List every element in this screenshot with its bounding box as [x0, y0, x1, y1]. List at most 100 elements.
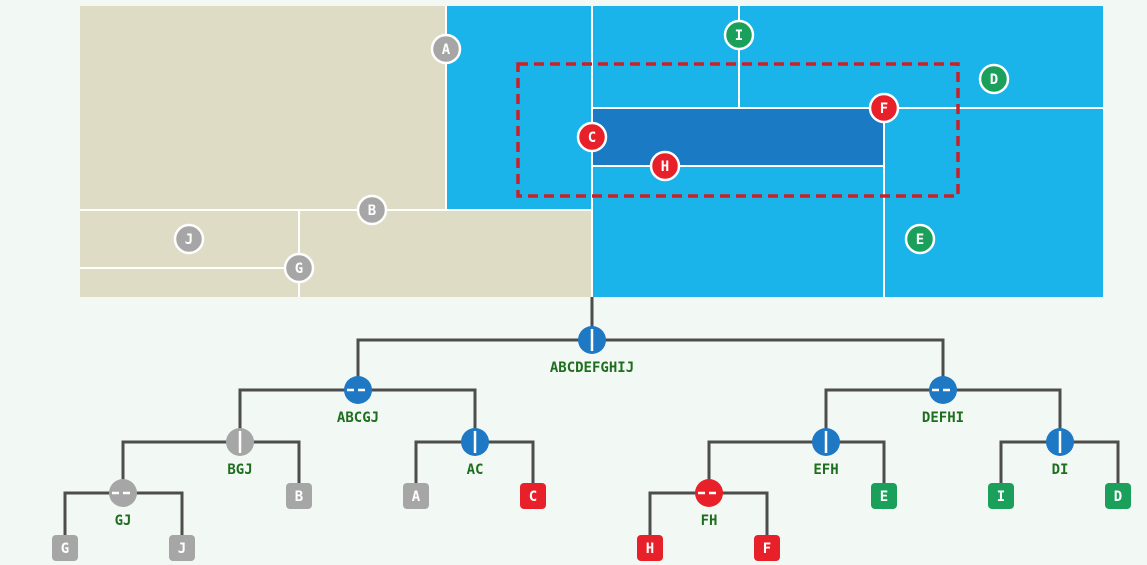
node-label: ABCGJ [337, 410, 379, 426]
leaf-e: E [871, 483, 897, 509]
point-label: B [368, 203, 376, 219]
point-label: I [735, 28, 743, 44]
leaf-box [286, 483, 312, 509]
leaf-label: D [1114, 489, 1122, 505]
node-label: ABCDEFGHIJ [550, 360, 634, 376]
leaf-box [1105, 483, 1131, 509]
leaf-b: B [286, 483, 312, 509]
point-label: C [588, 130, 596, 146]
tree-node-fh: FH [695, 479, 723, 529]
leaf-label: H [646, 541, 654, 557]
edge-gj-j [123, 491, 184, 538]
points-layer: A B C D E F G H I J [173, 19, 1010, 284]
leaf-label: C [529, 489, 537, 505]
leaf-box [52, 535, 78, 561]
leaf-box [988, 483, 1014, 509]
edge-fh-h [648, 491, 709, 538]
leaf-a: A [403, 483, 429, 509]
leaf-label: A [412, 489, 421, 505]
edge-efh-fh [707, 440, 826, 493]
node-label: BGJ [227, 462, 252, 478]
tree-node-gj: GJ [109, 479, 137, 529]
point-marker [723, 19, 755, 51]
tree-node-bgj: BGJ [226, 428, 254, 478]
point-d: D [978, 63, 1010, 95]
edge-di-d [1060, 440, 1120, 487]
point-b: B [356, 194, 388, 226]
point-i: I [723, 19, 755, 51]
partition-map [80, 6, 1103, 297]
point-f: F [868, 92, 900, 124]
leaf-i: I [988, 483, 1014, 509]
point-label: G [295, 261, 303, 277]
point-j: J [173, 223, 205, 255]
edge-gj-g [63, 491, 123, 538]
query-rectangle [516, 62, 960, 198]
leaf-h: H [637, 535, 663, 561]
edge-bgj-b [240, 440, 301, 487]
node-label: GJ [115, 513, 132, 529]
tree-node-di: DI [1046, 428, 1074, 478]
point-g: G [283, 252, 315, 284]
point-label: A [442, 42, 451, 58]
edge-abcgj-bgj [238, 388, 358, 442]
leaf-f: F [754, 535, 780, 561]
leaf-box [169, 535, 195, 561]
point-marker [283, 252, 315, 284]
leaf-box [754, 535, 780, 561]
tree-node-ac: AC [461, 428, 489, 478]
edge-defhi-efh [824, 388, 943, 442]
edge-ac-a [414, 440, 475, 487]
point-label: E [916, 232, 924, 248]
node-label: DI [1052, 462, 1069, 478]
edge-efh-e [826, 440, 886, 487]
point-marker [904, 223, 936, 255]
point-marker [356, 194, 388, 226]
edge-fh-f [709, 491, 769, 538]
point-e: E [904, 223, 936, 255]
leaf-label: E [880, 489, 888, 505]
leaf-box [520, 483, 546, 509]
point-label: D [990, 72, 998, 88]
point-marker [649, 150, 681, 182]
tree-node-efh: EFH [812, 428, 840, 478]
leaf-label: J [178, 541, 186, 557]
point-marker [868, 92, 900, 124]
leaf-box [403, 483, 429, 509]
edge-root-defhi [592, 338, 945, 390]
region-query-hit [592, 108, 884, 166]
leaf-label: I [997, 489, 1005, 505]
leaf-box [637, 535, 663, 561]
leaf-d: D [1105, 483, 1131, 509]
leaf-j: J [169, 535, 195, 561]
point-label: F [880, 101, 888, 117]
point-c: C [576, 121, 608, 153]
leaf-g: G [52, 535, 78, 561]
point-a: A [430, 33, 462, 65]
node-label: AC [467, 462, 484, 478]
node-label: DEFHI [922, 410, 964, 426]
point-label: J [185, 232, 193, 248]
leaf-c: C [520, 483, 546, 509]
edge-root-abcgj [356, 338, 592, 390]
leaf-box [871, 483, 897, 509]
edge-ac-c [475, 440, 535, 487]
leaf-label: F [763, 541, 771, 557]
tree-node-abcgj: ABCGJ [337, 376, 379, 426]
node-label: FH [701, 513, 718, 529]
tree-node-defhi: DEFHI [922, 376, 964, 426]
point-marker [978, 63, 1010, 95]
point-label: H [661, 159, 669, 175]
node-label: EFH [813, 462, 838, 478]
leaf-label: G [61, 541, 69, 557]
point-marker [430, 33, 462, 65]
edge-di-i [999, 440, 1060, 487]
edge-defhi-di [943, 388, 1062, 442]
edge-bgj-gj [121, 440, 240, 493]
edge-abcgj-ac [358, 388, 477, 442]
tree-node-root: ABCDEFGHIJ [550, 326, 634, 376]
leaf-label: B [295, 489, 303, 505]
point-h: H [649, 150, 681, 182]
